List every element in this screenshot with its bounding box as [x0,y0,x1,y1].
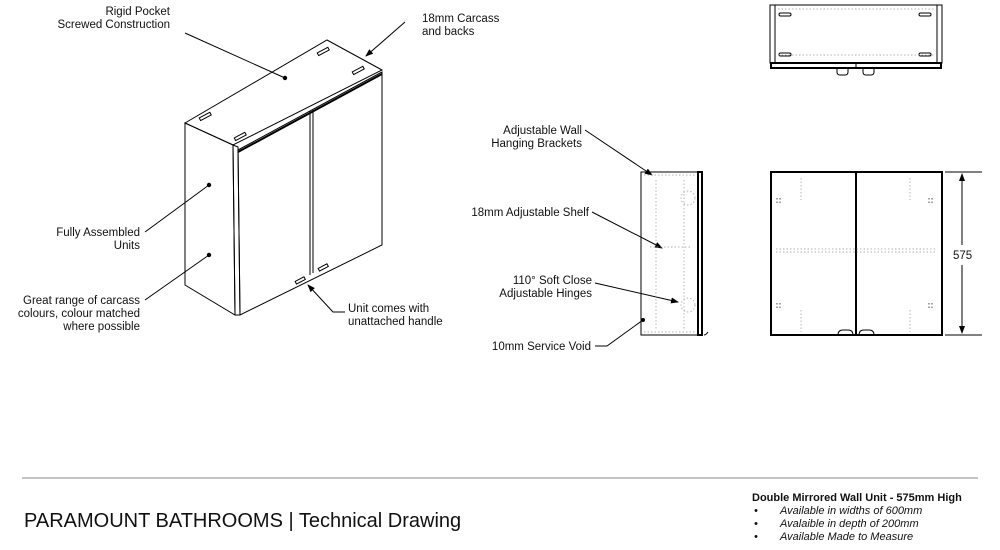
svg-text:and backs: and backs [422,26,475,38]
svg-text:Fully Assembled: Fully Assembled [56,227,140,239]
top-view [769,4,943,76]
svg-text:Adjustable Wall: Adjustable Wall [503,125,582,137]
feature-item: • Available in widths of 600mm [752,505,962,518]
label-carcass: 18mm Carcass and backs [422,13,500,38]
svg-text:18mm Carcass: 18mm Carcass [422,13,500,25]
feature-text: Avalaible in depth of 200mm [780,518,919,530]
feature-item: • Avalaible in depth of 200mm [752,518,962,531]
label-brackets: Adjustable Wall Hanging Brackets [491,125,582,150]
cabinet-side [184,122,236,316]
product-spec: Double Mirrored Wall Unit - 575mm High •… [752,492,962,544]
product-name: Double Mirrored Wall Unit - 575mm High [752,492,962,504]
label-hinges: 110° Soft Close Adjustable Hinges [499,275,592,300]
side-view [640,171,709,336]
bullet: • [754,505,758,517]
cabinet-top [183,39,384,146]
svg-text:Great range of carcass: Great range of carcass [23,295,140,307]
cabinet-doors [237,71,383,316]
label-handle: Unit comes with unattached handle [348,303,443,328]
label-rigid-pocket: Rigid Pocket Screwed Construction [58,6,171,31]
svg-text:110° Soft Close: 110° Soft Close [513,275,592,287]
label-assembled: Fully Assembled Units [56,227,140,252]
pocket-slots [198,46,365,285]
isometric-cabinet [183,39,384,316]
label-colours: Great range of carcass colours, colour m… [18,295,140,333]
svg-text:colours, colour matched: colours, colour matched [18,308,140,320]
svg-text:Rigid Pocket: Rigid Pocket [105,6,170,18]
bullet: • [754,518,758,530]
feature-text: Available Made to Measure [780,531,914,543]
svg-text:unattached handle: unattached handle [348,316,443,328]
page-title: PARAMOUNT BATHROOMS | Technical Drawing [24,510,462,532]
hinge-marks [776,198,933,308]
svg-text:Units: Units [114,240,140,252]
bullet: • [754,531,758,543]
dimension-label: 575 [953,250,972,262]
leader-lines [144,21,679,347]
front-view [770,171,943,336]
svg-text:Screwed Construction: Screwed Construction [58,19,171,31]
feature-text: Available in widths of 600mm [780,505,923,517]
feature-item: • Available Made to Measure [752,531,962,544]
svg-text:Unit comes with: Unit comes with [348,303,429,315]
svg-text:Adjustable Hinges: Adjustable Hinges [499,288,592,300]
svg-text:where possible: where possible [62,321,140,333]
height-dimension: 575 [945,171,982,336]
label-shelf: 18mm Adjustable Shelf [471,207,589,219]
svg-text:Hanging Brackets: Hanging Brackets [491,138,582,150]
label-void: 10mm Service Void [492,341,591,353]
